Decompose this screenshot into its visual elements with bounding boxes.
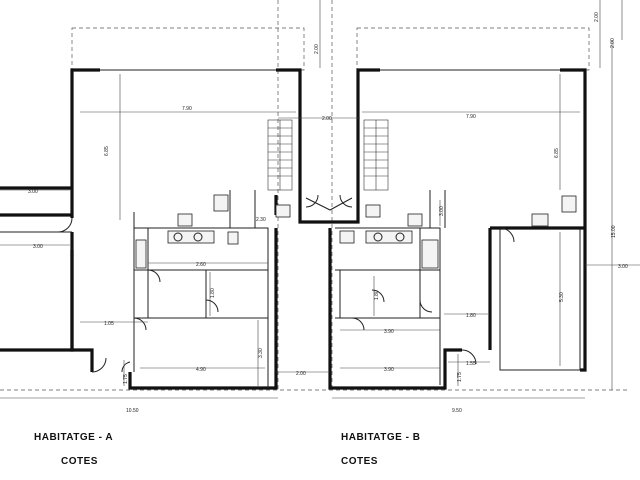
dim-a-hall: 1.80: [210, 288, 216, 298]
dim-right-top: 2.00: [610, 38, 616, 48]
dim-a-top-setback: 2.00: [314, 44, 320, 54]
dim-b-right-hall: 1.80: [466, 313, 476, 319]
dim-a-bedroom-h: 3.30: [258, 348, 264, 358]
dimension-lines: [0, 0, 640, 399]
caption-unit-b: HABITATGE - B: [341, 432, 421, 443]
caption-cotes-b: COTES: [341, 456, 378, 467]
dimension-labels: 3.00 3.00 7.90 7.90 6.85 6.85 2.00 2.00 …: [28, 12, 628, 414]
dim-a-left-strip: 1.05: [104, 321, 114, 327]
plot-outlines: [0, 0, 630, 391]
dim-center-gap: 2.00: [322, 116, 332, 122]
dim-a-bedroom-w: 4.90: [196, 367, 206, 373]
dim-b-room-upper: 3.90: [384, 329, 394, 335]
dim-b-side-h: 5.30: [559, 292, 565, 302]
dim-b-bath-h: 1.80: [374, 290, 380, 300]
left-annex: [0, 186, 74, 352]
caption-cotes-a: COTES: [61, 456, 98, 467]
dim-a-wc: 2.30: [256, 217, 266, 223]
house-a-stairs: [267, 119, 293, 191]
house-b-doors: [351, 227, 515, 365]
dim-a-bath: 2.60: [196, 262, 206, 268]
dim-center-bottom: 2.00: [296, 371, 306, 377]
house-a-walls: [70, 68, 302, 390]
dim-b-top-setback: 2.00: [594, 12, 600, 22]
dim-a-small-h: 1.75: [123, 374, 129, 384]
house-a-doors: [57, 217, 219, 373]
dim-b-right-wc: 3.00: [439, 206, 445, 216]
dim-b-small-h: 1.75: [457, 372, 463, 382]
dim-b-room-lower: 3.90: [384, 367, 394, 373]
house-b-stairs: [363, 119, 389, 191]
dim-b-total: 9.50: [452, 408, 462, 414]
house-b-fixtures: [339, 195, 577, 269]
dim-a-main-height: 6.85: [104, 146, 110, 156]
dim-b-small-w: 1.55: [466, 361, 476, 367]
dim-right-total: 15.00: [611, 225, 617, 238]
dim-b-main-height: 6.85: [554, 148, 560, 158]
dim-right-depth: 3.00: [618, 264, 628, 270]
dim-b-main-width: 7.90: [466, 114, 476, 120]
house-b-walls: [328, 68, 587, 390]
center-connector: [298, 194, 360, 224]
dim-left-lower: 3.00: [33, 244, 43, 250]
dim-a-total: 10.50: [126, 408, 139, 414]
house-a-fixtures: [135, 194, 291, 269]
dim-left-garden: 3.00: [28, 189, 38, 195]
caption-unit-a: HABITATGE - A: [34, 432, 114, 443]
dim-a-main-width: 7.90: [182, 106, 192, 112]
